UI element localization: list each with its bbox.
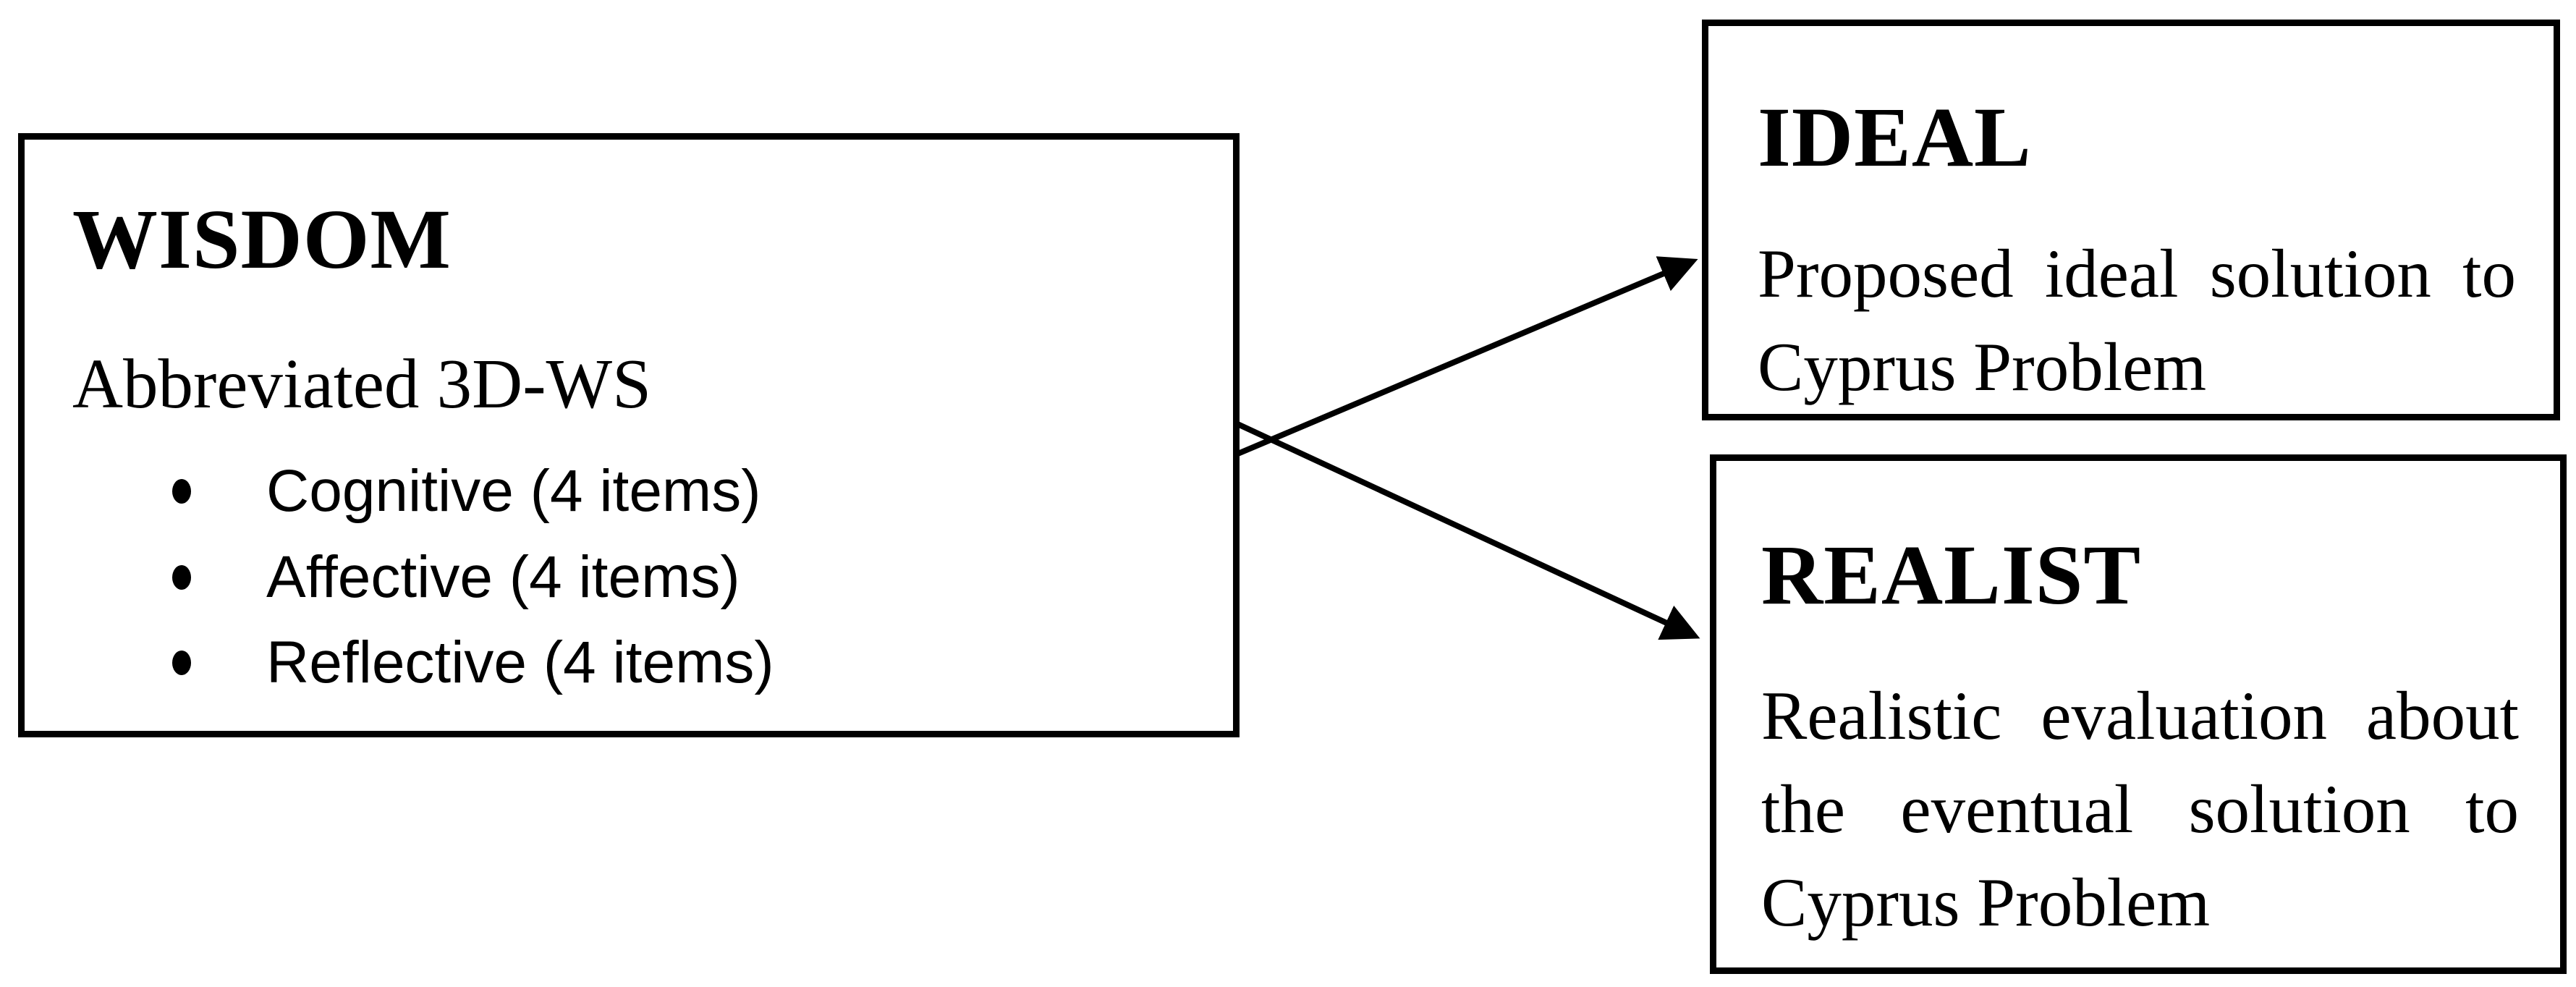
ideal-box-body: Proposed ideal solution to Cyprus Proble… xyxy=(1758,234,2516,405)
wisdom-bullet-list: Cognitive (4 items) Affective (4 items) … xyxy=(72,457,1204,697)
bullet-dot-icon xyxy=(172,479,191,504)
bullet-item: Reflective (4 items) xyxy=(72,629,1204,697)
ideal-box-title: IDEAL xyxy=(1758,90,2032,185)
bullet-item: Cognitive (4 items) xyxy=(72,457,1204,525)
wisdom-box-title: WISDOM xyxy=(72,192,452,287)
bullet-item: Affective (4 items) xyxy=(72,543,1204,611)
ideal-box: IDEAL Proposed ideal solution to Cyprus … xyxy=(1702,20,2560,420)
wisdom-box: WISDOM Abbreviated 3D-WS Cognitive (4 it… xyxy=(18,133,1240,737)
bullet-item-label: Cognitive (4 items) xyxy=(266,458,761,525)
realist-box-body: Realistic evaluation about the eventual … xyxy=(1761,677,2519,941)
arrow-wisdom-to-ideal xyxy=(1233,256,1698,458)
bullet-dot-icon xyxy=(172,564,191,590)
bullet-dot-icon xyxy=(172,650,191,675)
bullet-item-label: Reflective (4 items) xyxy=(266,629,774,695)
arrow-wisdom-to-realist xyxy=(1233,420,1700,640)
realist-box-title: REALIST xyxy=(1761,528,2142,622)
wisdom-box-subtitle: Abbreviated 3D-WS xyxy=(72,344,652,423)
realist-box: REALIST Realistic evaluation about the e… xyxy=(1710,454,2567,974)
bullet-item-label: Affective (4 items) xyxy=(266,543,740,610)
